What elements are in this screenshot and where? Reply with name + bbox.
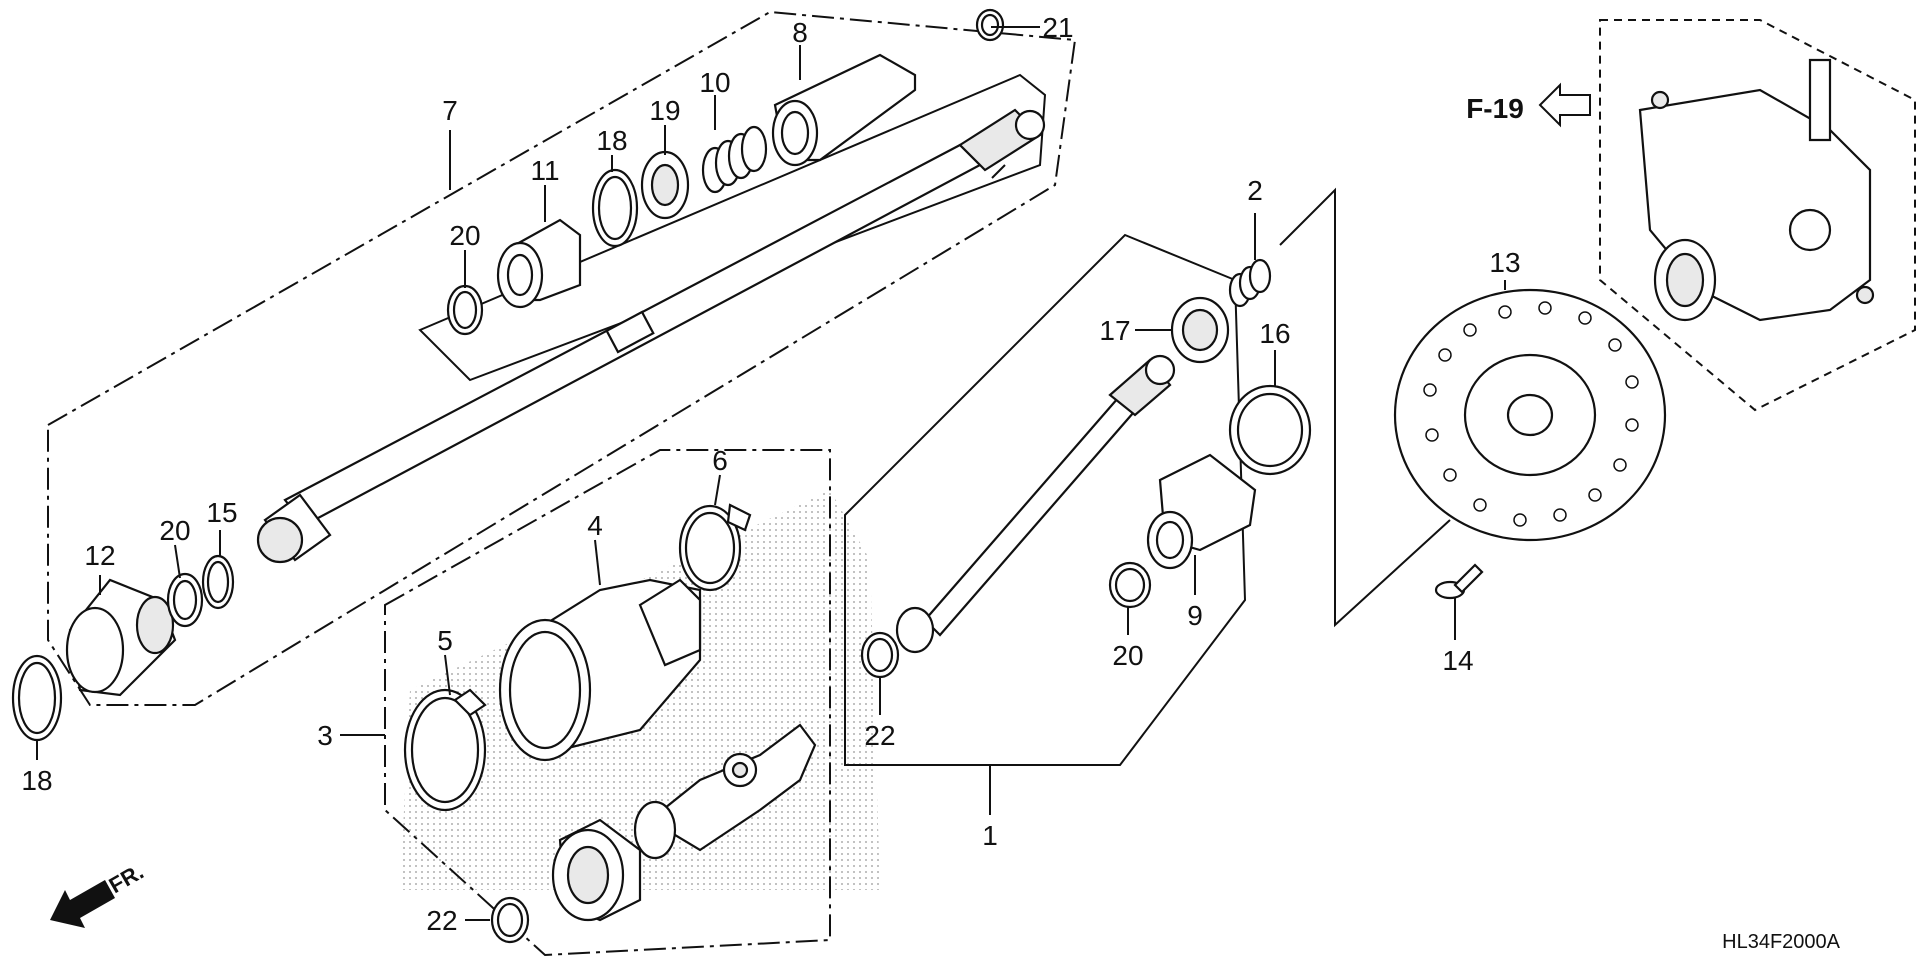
callout-8: 8 (792, 17, 808, 48)
brake-disc-13 (1393, 288, 1667, 542)
boot-8 (771, 53, 917, 167)
inner-shaft (895, 354, 1176, 654)
callout-20-right: 20 (1112, 640, 1143, 671)
callout-6: 6 (712, 445, 728, 476)
callout-10: 10 (699, 67, 730, 98)
spring-10 (701, 125, 768, 194)
universal-joint (633, 723, 817, 860)
ring-18-upper (591, 168, 639, 248)
ring-18-left (11, 654, 63, 742)
reference-label: F-19 (1466, 93, 1524, 124)
callout-numbers: 1 2 3 4 5 6 7 8 9 10 11 12 13 14 15 16 1… (21, 12, 1520, 936)
boot-9 (1146, 453, 1257, 570)
front-direction-arrow-icon (50, 880, 115, 928)
cup (551, 818, 642, 922)
ring-15 (201, 554, 235, 610)
drawing-code: HL34F2000A (1722, 931, 1841, 953)
boot-11 (496, 218, 582, 309)
callout-20-upper: 20 (449, 220, 480, 251)
callout-20-left: 20 (159, 515, 190, 546)
hub-assembly (1638, 58, 1875, 322)
ring-21 (975, 8, 1005, 42)
callout-15: 15 (206, 497, 237, 528)
bearing-17 (1170, 296, 1230, 364)
long-drive-shaft (256, 108, 1046, 564)
ring-22-middle (860, 631, 900, 679)
ring-20-right (1108, 561, 1152, 609)
callout-9: 9 (1187, 600, 1203, 631)
ring-16 (1228, 384, 1312, 476)
clamp-6 (678, 503, 752, 592)
callout-18-upper: 18 (596, 125, 627, 156)
callout-12: 12 (84, 540, 115, 571)
callout-11: 11 (530, 155, 559, 186)
boot-4 (498, 578, 702, 762)
callout-13: 13 (1489, 247, 1520, 278)
callout-4: 4 (587, 510, 603, 541)
callout-2: 2 (1247, 175, 1263, 206)
bolt-14 (1434, 563, 1484, 600)
bearing-housing-12 (65, 578, 177, 697)
leader-lines (36, 26, 1506, 921)
callout-21: 21 (1042, 12, 1073, 43)
callout-16: 16 (1259, 318, 1290, 349)
reference-arrow-icon (1538, 82, 1591, 128)
clamp-5 (403, 688, 487, 812)
callout-1: 1 (982, 820, 998, 851)
callout-3: 3 (317, 720, 333, 751)
callout-5: 5 (437, 625, 453, 656)
ring-20-left (166, 572, 204, 628)
ring-20-upper (446, 284, 484, 336)
callout-7: 7 (442, 95, 458, 126)
callout-22-bottom: 22 (426, 905, 457, 936)
spring-2 (1228, 258, 1272, 308)
callout-14: 14 (1442, 645, 1473, 676)
callout-18-left: 18 (21, 765, 52, 796)
callout-19: 19 (649, 95, 680, 126)
callout-17: 17 (1099, 315, 1130, 346)
bearing-19 (640, 150, 690, 220)
callout-22-middle: 22 (864, 720, 895, 751)
ring-22-bottom (490, 896, 530, 944)
